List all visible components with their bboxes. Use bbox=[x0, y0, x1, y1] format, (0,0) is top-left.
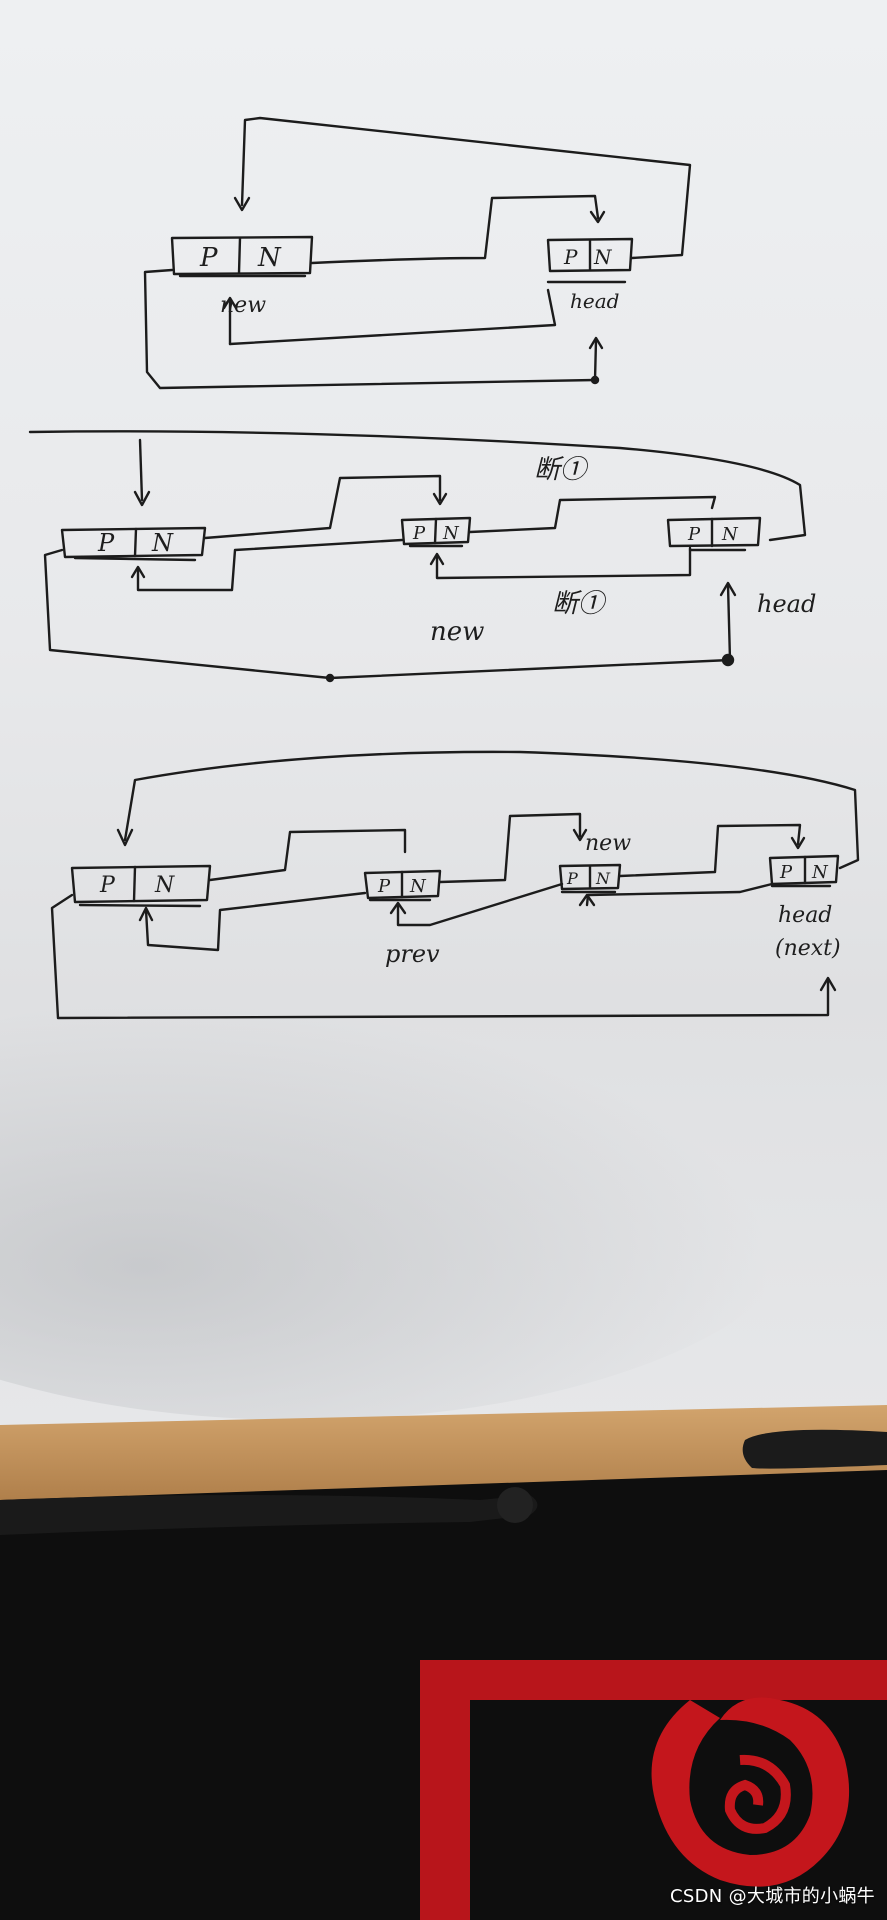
diagram2-label-new: new bbox=[430, 617, 484, 647]
diagram3-prev-next: N bbox=[409, 876, 427, 897]
diagram2-note-top: 断① bbox=[534, 455, 590, 485]
diagram-1 bbox=[143, 116, 692, 390]
diagram2-mid-prev: P bbox=[412, 523, 426, 544]
diagram3-head-prev: P bbox=[779, 862, 793, 883]
fabric-logo bbox=[420, 1660, 887, 1920]
diagram2-new-prev: P bbox=[97, 529, 115, 557]
diagram1-new-label: new bbox=[220, 293, 266, 318]
node-box bbox=[768, 854, 840, 886]
diagram3-head-label: head bbox=[778, 903, 832, 928]
diagram3-prev-prev: P bbox=[377, 876, 391, 897]
diagram2-head-prev: P bbox=[687, 524, 701, 545]
node-box bbox=[558, 863, 622, 891]
node-box bbox=[363, 869, 442, 900]
diagram2-head-next: N bbox=[721, 524, 739, 545]
node-box bbox=[70, 864, 212, 904]
cable-plug bbox=[497, 1487, 533, 1523]
diagram2-mid-next: N bbox=[442, 523, 460, 544]
node-box bbox=[666, 516, 762, 548]
hand-shadow bbox=[0, 980, 820, 1420]
diagram1-head-label: head bbox=[570, 289, 619, 313]
diagram3-head-next: N bbox=[811, 862, 829, 883]
diagram2-label-head: head bbox=[757, 590, 816, 618]
diagram3-new-label: new bbox=[585, 831, 631, 856]
diagram3-first-prev: P bbox=[99, 873, 116, 898]
diagram-3 bbox=[50, 750, 860, 1020]
diagram3-head-sub: (next) bbox=[775, 936, 841, 961]
stylus bbox=[742, 1429, 887, 1469]
node-box bbox=[60, 526, 207, 559]
diagram1-head-prev: P bbox=[563, 245, 578, 269]
diagram3-first-next: N bbox=[154, 873, 175, 898]
diagram1-new-prev: P bbox=[199, 243, 218, 273]
diagram2-note-bottom: 断① bbox=[552, 589, 608, 619]
node-box bbox=[400, 516, 472, 546]
diagram1-head-next: N bbox=[593, 245, 613, 269]
node-box bbox=[170, 235, 314, 276]
diagram-2 bbox=[28, 430, 807, 683]
node-box bbox=[546, 237, 634, 273]
diagram1-new-next: N bbox=[257, 243, 282, 273]
diagram3-new-prev: P bbox=[566, 869, 578, 888]
diagram3-prev-label: prev bbox=[385, 940, 440, 968]
diagram2-new-next: N bbox=[151, 529, 174, 557]
cable bbox=[0, 1495, 538, 1535]
diagram3-new-next: N bbox=[595, 869, 611, 888]
watermark: CSDN @大城市的小蜗牛 bbox=[670, 1886, 875, 1907]
